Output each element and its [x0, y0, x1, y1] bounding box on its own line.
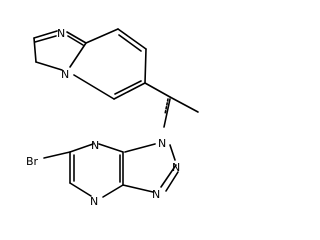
- chemical-structure-diagram: N N N N N N N Br: [26, 27, 199, 208]
- atom-label-pyrazine-n7: N: [91, 139, 99, 152]
- imidazole-ring: [33, 30, 87, 71]
- atom-label-triazole-n3: N: [152, 188, 160, 201]
- atom-label-imidazole-n1: N: [57, 27, 65, 40]
- atom-label-pyrazine-n4: N: [90, 195, 98, 208]
- atom-label-triazole-n2: N: [172, 161, 180, 174]
- triazole-ring: [122, 143, 179, 193]
- pyridine-ring: [73, 28, 147, 100]
- ethyl-linker: [144, 82, 199, 128]
- pyrazine-ring: [43, 143, 124, 198]
- atom-label-bromo: Br: [26, 155, 39, 168]
- atom-label-triazole-n1: N: [158, 137, 166, 150]
- atom-label-imidazole-n4: N: [61, 68, 69, 81]
